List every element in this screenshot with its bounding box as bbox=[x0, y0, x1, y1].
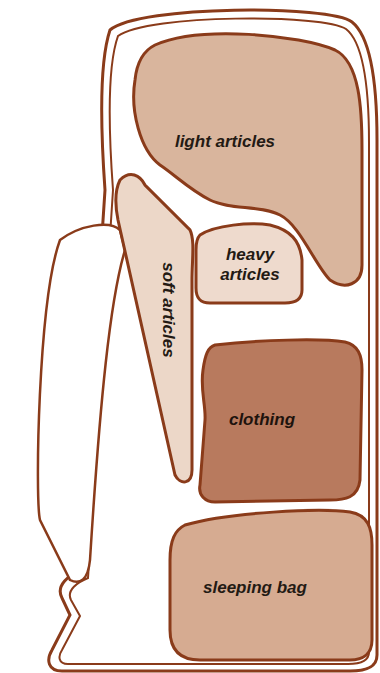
compartment-outline bbox=[196, 224, 302, 303]
sleeping-bag-compartment: sleeping bag bbox=[163, 503, 377, 665]
soft-articles-compartment: soft articles bbox=[110, 168, 198, 492]
compartment-label: clothing bbox=[229, 410, 295, 430]
clothing-compartment: clothing bbox=[193, 333, 369, 509]
shoulder-strap bbox=[38, 225, 125, 582]
compartment-outline bbox=[116, 175, 193, 482]
compartment-label: sleeping bag bbox=[203, 578, 307, 598]
compartment-outline bbox=[200, 340, 362, 502]
compartment-label: light articles bbox=[175, 132, 275, 152]
compartment-outline bbox=[170, 511, 372, 660]
heavy-articles-compartment: heavy articles bbox=[190, 218, 308, 308]
compartment-shape bbox=[110, 168, 198, 492]
compartment-label: soft articles bbox=[158, 262, 178, 357]
compartment-label: heavy articles bbox=[208, 245, 292, 285]
